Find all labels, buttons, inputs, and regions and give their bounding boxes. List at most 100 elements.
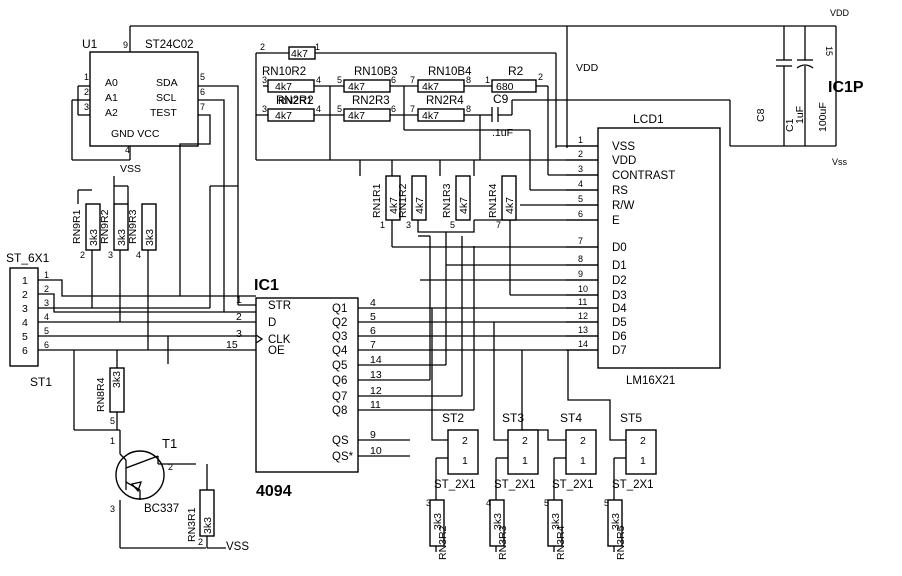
lcd-pin-name: D5 [612, 317, 627, 329]
st-pin2: 2 [580, 435, 586, 447]
ic1-ref: IC1 [254, 277, 279, 294]
lcd-pin-number: 10 [578, 284, 588, 294]
svg-text:SCL: SCL [156, 92, 177, 104]
svg-text:GND VCC: GND VCC [111, 128, 160, 140]
rn3r1-ref: RN3R1 [186, 507, 198, 542]
ic1-part: 4094 [256, 483, 292, 500]
st-2x1-connector [625, 429, 657, 475]
ic1-wiring [38, 176, 626, 457]
ic1-right-pin-name: Q5 [332, 360, 347, 372]
svg-text:2: 2 [260, 42, 265, 52]
ic1-right-pin-number: 13 [370, 369, 382, 381]
vss-bottom-label: VSS [226, 541, 249, 553]
st-pin1: 1 [580, 455, 586, 467]
st1-pin-number: 4 [22, 317, 28, 329]
st1-pin-label: 3 [44, 298, 49, 308]
svg-text:5: 5 [110, 416, 115, 426]
st-pin1: 1 [522, 455, 528, 467]
c-bulk-value: 100uF [817, 102, 829, 132]
svg-text:4k7: 4k7 [348, 110, 365, 122]
lcd-pin-number: 14 [578, 339, 588, 349]
u1-ref: U1 [82, 37, 98, 51]
svg-text:6: 6 [391, 75, 396, 85]
lcd-pin-number: 3 [578, 164, 583, 174]
lcd-pin-number: 4 [578, 179, 583, 189]
t1-part: BC337 [144, 503, 179, 515]
lcd-pin-number: 12 [578, 311, 588, 321]
rn1-ref: RN1R4 [487, 183, 499, 218]
ic1-right-pin-number: 12 [370, 385, 382, 397]
rn9-ref: RN9R1 [71, 209, 83, 244]
svg-text:5: 5 [337, 104, 342, 114]
svg-text:4: 4 [125, 145, 130, 155]
lcd-pin-number: 2 [578, 149, 583, 159]
rn1-value: 4k7 [414, 197, 426, 214]
st1-pin-number: 2 [22, 289, 28, 301]
svg-text:A0: A0 [105, 77, 118, 89]
lcd-wiring [392, 145, 598, 296]
st-part: ST_2X1 [552, 479, 594, 491]
st-pin1: 1 [462, 455, 468, 467]
lcd-pin-name: D1 [612, 260, 627, 272]
ic1-right-pin-name: Q8 [332, 405, 347, 417]
st-ref: ST3 [502, 411, 524, 425]
svg-text:4k7: 4k7 [348, 81, 365, 93]
st-2x1-connector [507, 429, 539, 475]
rn3-pin: 3 [426, 498, 431, 508]
vdd-top-label: VDD [830, 8, 850, 18]
rn1-value: 4k7 [504, 197, 516, 214]
lcd-pin-number: 13 [578, 325, 588, 335]
ic1-right-pin-number: 5 [370, 311, 376, 323]
lcd-pin-name: D3 [612, 290, 627, 302]
vdd-mid-label: VDD [576, 62, 599, 74]
t1-transistor: T1 BC337 1 2 3 3k3 RN8R4 5 3k3 RN3R1 2 V… [73, 350, 249, 553]
ic1-left-pin-number: 15 [226, 339, 238, 351]
rn1-value: 4k7 [388, 197, 400, 214]
st1-ref: ST_6X1 [6, 251, 50, 265]
lcd-pin-name: D2 [612, 275, 627, 287]
ic1-right-pin-name: Q4 [332, 345, 348, 357]
st-part: ST_2X1 [612, 479, 654, 491]
ic1-left-pin-name: D [268, 317, 276, 329]
ic1-left-pin-number: 3 [236, 328, 242, 340]
st1-pin-label: 4 [44, 312, 49, 322]
svg-text:.1uF: .1uF [492, 127, 513, 139]
svg-text:4: 4 [316, 104, 321, 114]
st1-pin-label: 2 [44, 284, 49, 294]
ic1-left-pin-name: STR [268, 300, 291, 312]
rn3-resistor [607, 499, 623, 547]
vss-right-label: Vss [832, 157, 848, 167]
svg-text:1: 1 [315, 42, 320, 52]
st-part: ST_2X1 [494, 479, 536, 491]
svg-text:4k7: 4k7 [275, 110, 292, 122]
ic1-right-pin-name: Q2 [332, 317, 347, 329]
st-ref: ST4 [560, 411, 582, 425]
rn1-pin: 1 [380, 220, 385, 230]
ic1p-power-block: 15 IC1P C8 C1 1uF 100uF [755, 46, 864, 140]
rn8r4-ref: RN8R4 [95, 377, 107, 412]
ic1-right-pin-number: 9 [370, 429, 376, 441]
svg-text:7: 7 [200, 102, 205, 112]
ic1-left-pin-name: OE [268, 345, 285, 357]
svg-text:A1: A1 [105, 92, 118, 104]
ic1-right-pin-name: Q7 [332, 391, 347, 403]
ic1p-pin-label: 15 [824, 46, 834, 56]
st-2x1-connector [447, 429, 479, 475]
svg-text:A2: A2 [105, 107, 118, 119]
lcd-pin-number: 7 [578, 236, 583, 246]
ic1-right-pin-number: 11 [370, 399, 381, 411]
c1-label: C1 [784, 118, 796, 132]
u1-part: ST24C02 [145, 39, 194, 51]
svg-text:9: 9 [123, 40, 128, 50]
rn9-resistor [85, 203, 101, 251]
svg-text:2: 2 [84, 87, 89, 97]
svg-text:RN2R3: RN2R3 [352, 95, 390, 107]
lcd-pin-number: 11 [578, 297, 587, 307]
lcd-pin-name: E [612, 215, 620, 227]
rn3-value: 3k3 [610, 513, 622, 530]
rn1-resistor [501, 175, 517, 221]
rn1-ref: RN1R3 [441, 183, 453, 218]
ic1-right-pin-number: 10 [370, 445, 382, 457]
